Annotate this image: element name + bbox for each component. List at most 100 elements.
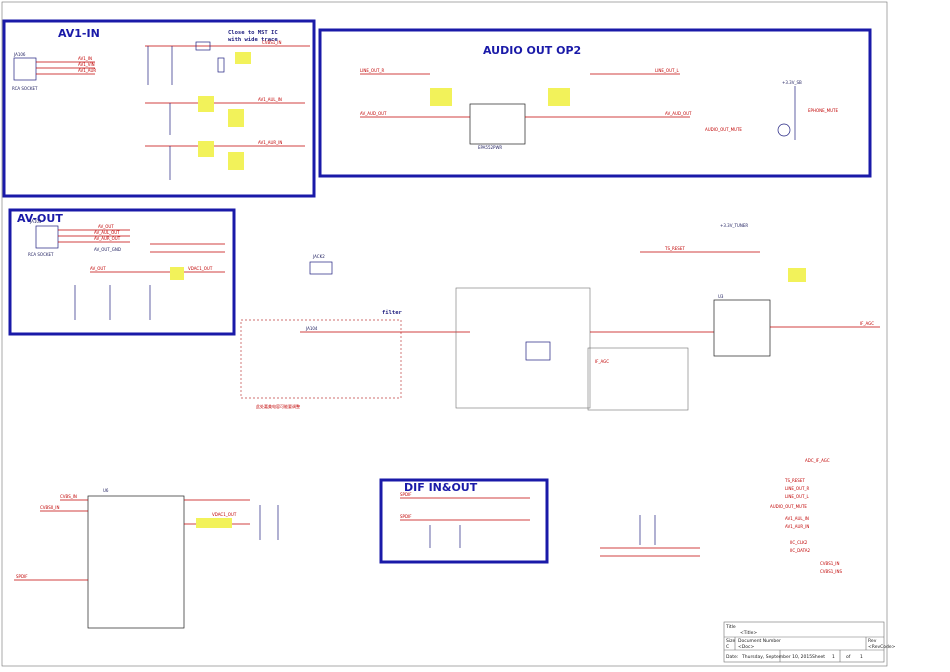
highlight-r146 (228, 109, 244, 127)
net-line-out-l: LINE_OUT_L (655, 68, 679, 73)
highlight-r-left-amp (430, 88, 452, 106)
net-av1-in: AV1_IN (78, 56, 92, 61)
highlight-vdac-out (196, 518, 232, 528)
net-if-agc-left: IF_AGC (595, 359, 609, 364)
net-av1-aur: AV1_AUR (78, 68, 96, 73)
net-spdif-out: SPDIF (400, 492, 412, 497)
title-block: Title <Title> Size C Document Number <Do… (723, 621, 896, 663)
net-av-out: AV_OUT (98, 224, 114, 229)
net-right-audio-mute: AUDIO_OUT_MUTE (770, 504, 807, 509)
tb-rev-label: Rev (868, 638, 877, 644)
amp-ic (469, 103, 526, 145)
wide-trace-note: with wide trace (228, 37, 278, 43)
audio-out-title: AUDIO OUT OP2 (483, 44, 581, 57)
ja103-label: JA103 (29, 219, 42, 224)
label-audio-mute: AUDIO_OUT_MUTE (705, 127, 742, 132)
ja104-label: JA104 (305, 326, 318, 331)
ja106-connector (13, 57, 37, 81)
l103-inductor (195, 41, 211, 51)
av-out-title: AV-OUT (17, 212, 63, 225)
dif-title: DIF IN&OUT (404, 481, 478, 494)
net-right-cvbs1-ins: CVBS1_INS (820, 569, 842, 574)
tb-size-label: Size (726, 638, 735, 644)
tb-date-label: Date: (726, 654, 738, 660)
filter-note: filter (382, 310, 403, 316)
net-line-out-r: LINE_OUT_R (360, 68, 384, 73)
net-cvbs-in: CVBS_IN (60, 494, 77, 499)
decoder-section: U6 CVBS_IN CVBS0_IN SPDIF VDAC1_OUT (14, 488, 279, 629)
tb-date-value: Thursday, September 10, 2015 (741, 654, 812, 660)
net-cvbs1-in: CVBS1_IN (262, 40, 281, 45)
tuner-ic (713, 299, 771, 357)
net-right-line-out-r: LINE_OUT_R (785, 486, 809, 491)
tb-doc-label: Document Number (738, 638, 781, 644)
net-av1-vin: AV1_VIN (78, 62, 95, 67)
highlight-r-right-amp (548, 88, 570, 106)
close-to-ic-note: Close to MST IC (228, 30, 278, 36)
net-av1-aul-in: AV1_AUL_IN (258, 97, 282, 102)
tb-sheet-label: Sheet (812, 654, 825, 660)
tuner-ic-label: U3 (718, 294, 724, 299)
ja103-connector (35, 225, 59, 249)
decoder-ic (87, 495, 185, 629)
dif-border (379, 478, 549, 564)
highlight-r-vdac (170, 267, 184, 280)
net-vdac1-out-dec: VDAC1_OUT (212, 512, 237, 517)
label-ephone-mute: EPHONE_MUTE (808, 108, 838, 113)
net-av1-aur-in: AV1_AUR_IN (258, 140, 282, 145)
jack2-block (309, 261, 333, 275)
tb-doc-value: <Doc> (738, 644, 754, 650)
net-right-ts-reset: TS_RESET (784, 478, 805, 483)
filter-dashed-box (240, 319, 402, 399)
bottom-right-nets: ADC_IF_AGC TS_RESET LINE_OUT_R LINE_OUT_… (600, 458, 842, 574)
net-av-aud-out: AV_AUD_OUT (360, 111, 387, 116)
tb-title-label: Title (725, 624, 736, 630)
tuner-transformer (525, 341, 551, 361)
av1-in-border (2, 19, 316, 198)
net-right-line-out-l: LINE_OUT_L (785, 494, 809, 499)
net-spdif-dec: SPDIF (16, 574, 28, 579)
label-tuner-pwr: +3.3V_TUNER (720, 223, 748, 228)
rca1-label: RCA SOCKET (12, 86, 38, 91)
tb-sheet-value: 1 (832, 654, 835, 660)
cn-note: 此处嘉美电容可能要调整 (256, 403, 300, 409)
net-spdif-in: SPDIF (400, 514, 412, 519)
tb-rev-value: <RevCode> (868, 644, 896, 650)
net-ts-reset: TS_RESET (664, 246, 685, 251)
av-out-section: AV-OUT JA103 RCA SOCKET AV_OUT AV_AUL_OU… (8, 208, 236, 336)
tuner-shield (455, 287, 591, 409)
net-if-agc: IF_AGC (860, 321, 874, 326)
filter-box-right (587, 347, 689, 411)
net-vdac1-out: VDAC1_OUT (188, 266, 213, 271)
highlight-c103 (235, 52, 251, 64)
net-right-cvbs1-in: CVBS1_IN (820, 561, 839, 566)
tb-title-value: <Title> (740, 630, 757, 636)
net-cvbs0-in: CVBS0_IN (40, 505, 59, 510)
net-av-out-lower: AV_OUT (90, 266, 106, 271)
rca2-label: RCA SOCKET (28, 252, 54, 257)
tb-of-label: of (846, 654, 851, 660)
av1-in-title: AV1-IN (58, 27, 100, 40)
net-av-aud-out-right: AV_AUD_OUT (665, 111, 692, 116)
audio-out-section: AUDIO OUT OP2 LINE_OUT_R LINE_OUT_L EPA5… (318, 28, 872, 178)
tb-of-value: 1 (860, 654, 863, 660)
highlight-r150 (198, 141, 214, 157)
label-3v3-sb: +3.3V_SB (782, 80, 802, 85)
highlight-crystal (788, 268, 806, 282)
net-right-av1-aur: AV1_AUR_IN (785, 524, 809, 529)
amp-ic-label: EPA552PWR (478, 145, 502, 150)
sheet-frame (1, 1, 888, 667)
net-right-iic-clk2: IIC_CLK2 (790, 540, 808, 545)
net-right-adc-if-agc: ADC_IF_AGC (805, 458, 830, 463)
net-av-aul-out: AV_AUL_OUT (94, 230, 120, 235)
label-av-out-gnd: AV_OUT_GND (94, 247, 121, 252)
jack2-label: JACK2 (312, 254, 325, 259)
tb-size-value: C (726, 644, 729, 650)
net-av-aur-out: AV_AUR_OUT (94, 236, 121, 241)
net-right-av1-aul: AV1_AUL_IN (785, 516, 809, 521)
ja106-label: JA106 (13, 52, 26, 57)
dif-section: DIF IN&OUT SPDIF SPDIF (379, 478, 549, 564)
mute-transistor (777, 123, 791, 137)
decoder-ic-label: U6 (103, 488, 109, 493)
